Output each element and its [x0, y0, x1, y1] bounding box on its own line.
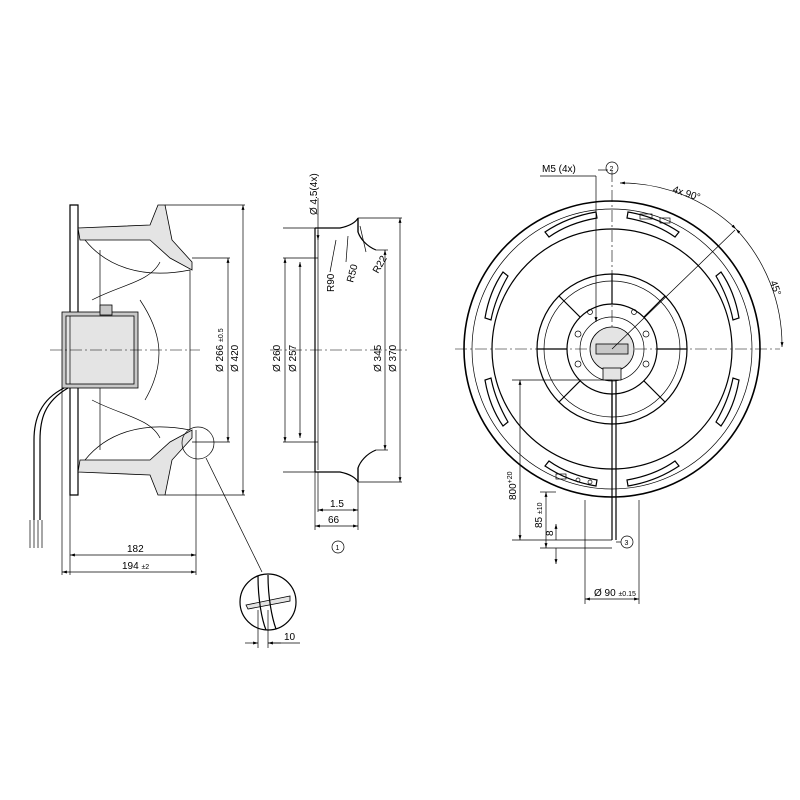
back-plate [69, 204, 79, 496]
blade [91, 399, 161, 439]
nozzle-profile-bottom [315, 449, 377, 483]
blade [139, 299, 160, 401]
bottom-shroud [77, 429, 193, 496]
callout-2-label: 2 [610, 166, 614, 173]
mount-hole [642, 330, 650, 338]
callout-2 [605, 161, 619, 175]
bolt-mark [587, 479, 593, 485]
dim-8: 8 [545, 530, 556, 536]
dim-m5: M5 (4x) [542, 164, 576, 175]
hub-spokes [537, 274, 687, 424]
dim-194: 194 ±2 [122, 561, 149, 572]
dim-r50: R50 [345, 263, 360, 284]
dim-85: 85 ±10 [534, 502, 545, 528]
detail-leader [205, 457, 263, 573]
dim-800: 800+20 [507, 471, 519, 500]
top-shroud [77, 204, 193, 271]
dim-90: Ø 90 ±0.15 [594, 588, 636, 599]
terminal-box [99, 304, 113, 316]
detail-shroud [257, 575, 267, 631]
dim-1-5: 1.5 [330, 499, 344, 510]
callout-3 [620, 535, 634, 549]
cable [33, 387, 65, 520]
mount-hole [642, 360, 650, 368]
detail-circle [181, 426, 215, 460]
dim-hole: Ø 4.5(4x) [309, 173, 320, 215]
bolt-mark [575, 477, 581, 483]
nozzle-profile-top [315, 217, 377, 251]
side-view: Ø 266 ±0.5 Ø 420 182 194 ±2 10 [29, 204, 300, 648]
blade [84, 426, 191, 461]
dim-angle-90: 4x 90° [671, 184, 701, 203]
mount-hole [631, 309, 637, 315]
callout-3-label: 3 [625, 540, 629, 547]
blade [84, 239, 191, 274]
blade [91, 261, 161, 301]
dim-260: Ø 260 [272, 344, 283, 372]
mount-hole [587, 309, 593, 315]
dim-257: Ø 257 [288, 344, 299, 372]
callout-1-label: 1 [336, 545, 340, 552]
detail-shroud [267, 574, 277, 630]
detail-section [245, 595, 291, 610]
dim-370: Ø 370 [388, 344, 399, 372]
mount-hole [574, 360, 582, 368]
dim-345: Ø 345 [373, 344, 384, 372]
callout-1 [331, 540, 345, 554]
dim-r22: R22 [371, 254, 390, 276]
dim-420: Ø 420 [230, 344, 241, 372]
cable-wires [29, 520, 43, 548]
front-view: 4x 90° 45° M5 (4x) 2 800+20 85 ±10 8 3 Ø… [455, 161, 784, 604]
mount-hole [574, 330, 582, 338]
dim-182: 182 [127, 544, 144, 555]
dim-10: 10 [284, 632, 296, 643]
nozzle-view: Ø 260 Ø 257 Ø 345 Ø 370 Ø 4.5(4x) R90 R5… [270, 173, 410, 554]
angle-arc-90 [619, 181, 737, 230]
dim-angle-45: 45° [767, 279, 783, 297]
dim-266: Ø 266 ±0.5 [215, 328, 226, 372]
dim-r90: R90 [326, 273, 337, 292]
cable [39, 387, 69, 520]
angle-arc-45 [735, 228, 784, 348]
balance-mark [555, 473, 567, 480]
cable-gland [602, 367, 622, 381]
dim-66: 66 [328, 515, 340, 526]
